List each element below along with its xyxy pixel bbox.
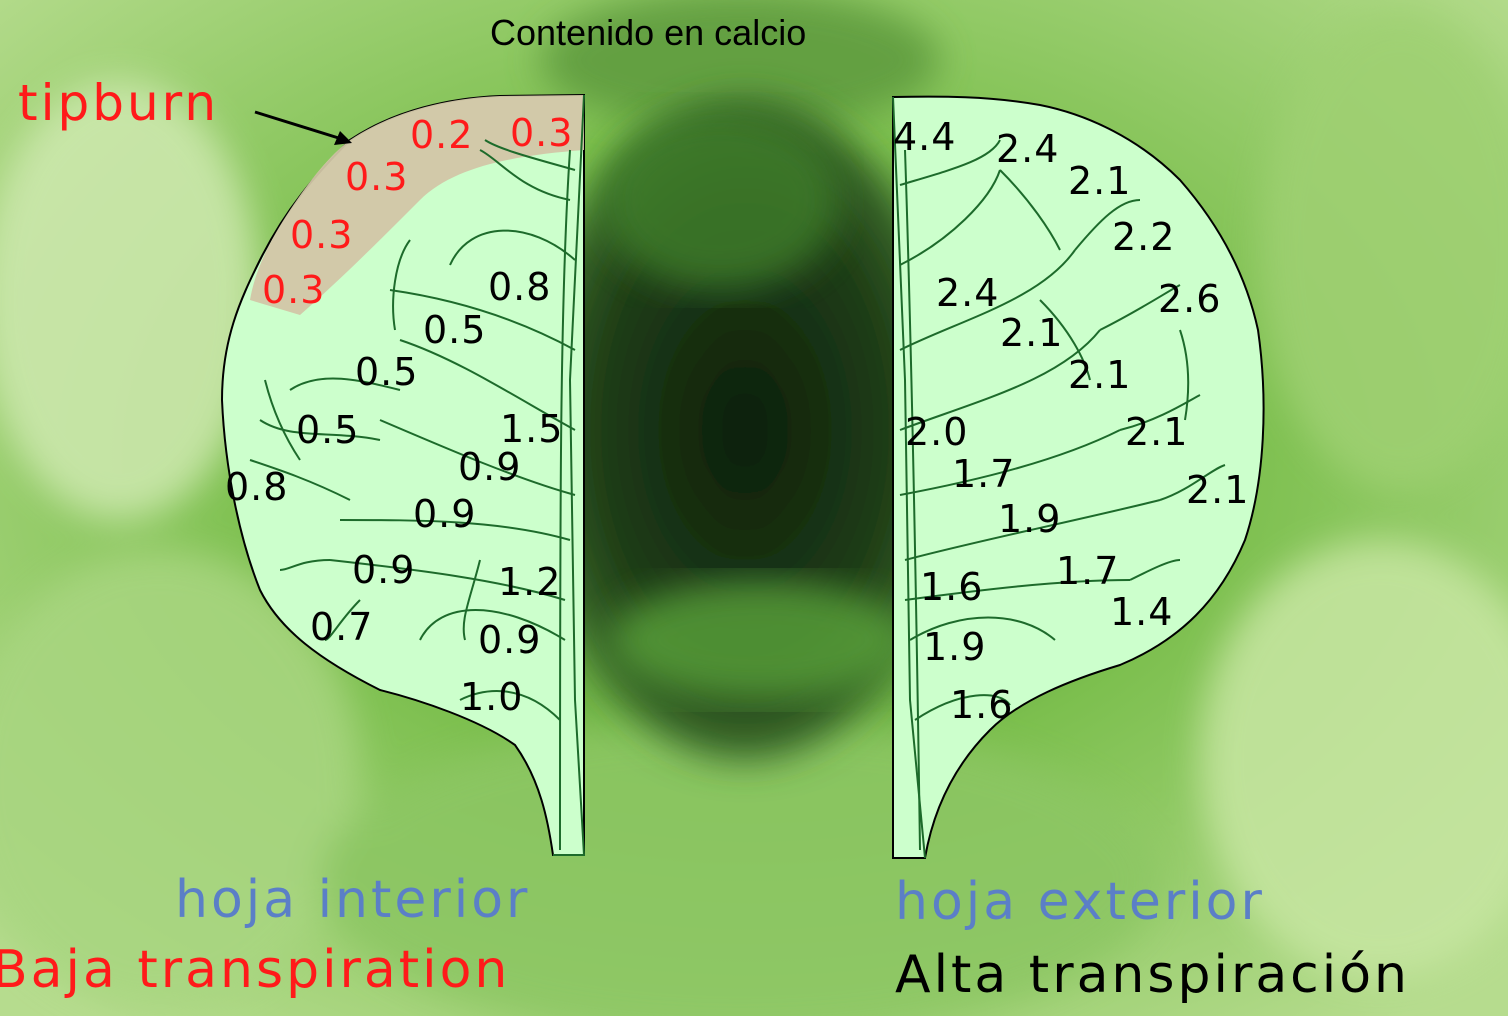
tipburn-zone [250,95,584,315]
inner-leaf-value: 1.5 [500,407,563,451]
inner-leaf-value: 0.5 [355,350,418,394]
inner-leaf-veins [249,139,576,851]
outer-leaf-value: 1.9 [998,497,1061,541]
inner-leaf-value: 0.3 [290,213,353,257]
inner-leaf-value: 0.8 [225,465,288,509]
inner-leaf-value: 0.5 [423,308,486,352]
outer-leaf-value: 2.6 [1158,277,1221,321]
inner-leaf-midrib [553,94,586,856]
outer-leaf-value: 2.4 [996,127,1059,171]
outer-leaf-label: hoja exterior [895,872,1265,932]
outer-leaf-value: 1.6 [950,683,1013,727]
chart-title: Contenido en calcio [490,12,807,53]
outer-leaf-value: 2.1 [1068,353,1131,397]
outer-leaf-value: 2.4 [936,271,999,315]
inner-leaf-value: 0.7 [310,605,373,649]
outer-leaf-midrib [892,96,926,859]
outer-leaf-value: 1.7 [1056,549,1119,593]
outer-leaf-value: 2.1 [1068,159,1131,203]
outer-leaf-value: 2.1 [1000,311,1063,355]
outer-leaf-value: 4.4 [893,115,956,159]
tipburn-arrow [254,110,346,142]
outer-leaf-value: 1.6 [920,565,983,609]
outer-leaf-value: 1.9 [923,625,986,669]
tipburn-arrowhead [334,131,352,145]
outer-leaf-condition: Alta transpiración [895,945,1410,1005]
outer-leaf-veins [899,139,1226,851]
inner-leaf-label: hoja interior [175,870,531,930]
inner-leaf-value: 0.5 [296,408,359,452]
inner-leaf-value: 1.2 [498,560,561,604]
outer-leaf-value: 1.7 [952,452,1015,496]
inner-leaf-value: 1.0 [460,675,523,719]
inner-leaf-value: 0.3 [262,268,325,312]
inner-leaf-value: 0.3 [510,111,573,155]
inner-leaf-condition: Baja transpiration [0,940,511,1000]
tipburn-label: tipburn [18,74,220,132]
outer-leaf-value: 1.4 [1110,590,1173,634]
outer-leaf-value: 2.2 [1112,215,1175,259]
outer-leaf-value: 2.0 [905,410,968,454]
inner-leaf-value: 0.2 [410,113,473,157]
inner-leaf-value: 0.3 [345,155,408,199]
outer-leaf-value: 2.1 [1125,410,1188,454]
inner-leaf-value: 0.8 [488,265,551,309]
inner-leaf-value: 0.9 [458,445,521,489]
outer-leaf-shape [892,95,1265,859]
outer-leaf-value: 2.1 [1186,468,1249,512]
inner-leaf-value: 0.9 [478,618,541,662]
inner-leaf-value: 0.9 [413,492,476,536]
inner-leaf-value: 0.9 [352,548,415,592]
